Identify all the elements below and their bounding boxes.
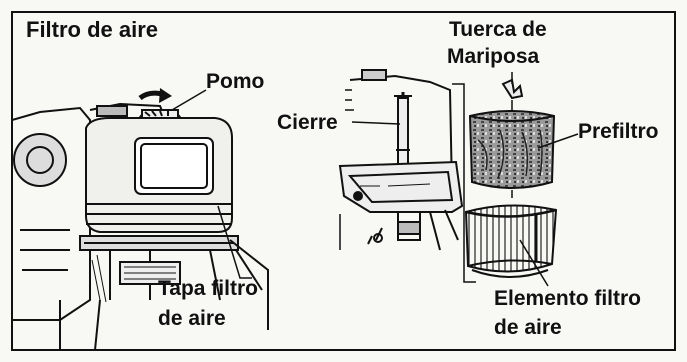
prefiltro-leader-line	[537, 133, 579, 149]
label-cierre: Cierre	[277, 111, 338, 134]
label-elemento-filtro: Elemento filtro	[494, 287, 642, 310]
pomo-leader-line	[171, 89, 207, 111]
engine-left-illustration	[12, 102, 269, 350]
elemento-leader-line	[519, 239, 549, 287]
label-mariposa: Mariposa	[447, 45, 540, 68]
label-pomo: Pomo	[206, 70, 265, 93]
prefilter-illustration	[468, 110, 556, 189]
rotation-arrow-icon	[138, 88, 172, 103]
label-prefiltro: Prefiltro	[578, 120, 659, 143]
filter-element-illustration	[464, 204, 558, 278]
tapa-leader-line	[217, 205, 252, 279]
exploded-guide-line	[452, 83, 476, 283]
figure-title: Filtro de aire	[26, 17, 159, 42]
label-tapa-de-aire: de aire	[158, 307, 226, 330]
cierre-leader-line	[351, 121, 401, 125]
label-tuerca: Tuerca de	[449, 18, 547, 41]
label-tapa-filtro: Tapa filtro	[158, 277, 258, 300]
label-elemento-de-aire: de aire	[494, 316, 562, 339]
figure-frame	[11, 11, 676, 351]
filter-base-illustration	[338, 69, 464, 251]
